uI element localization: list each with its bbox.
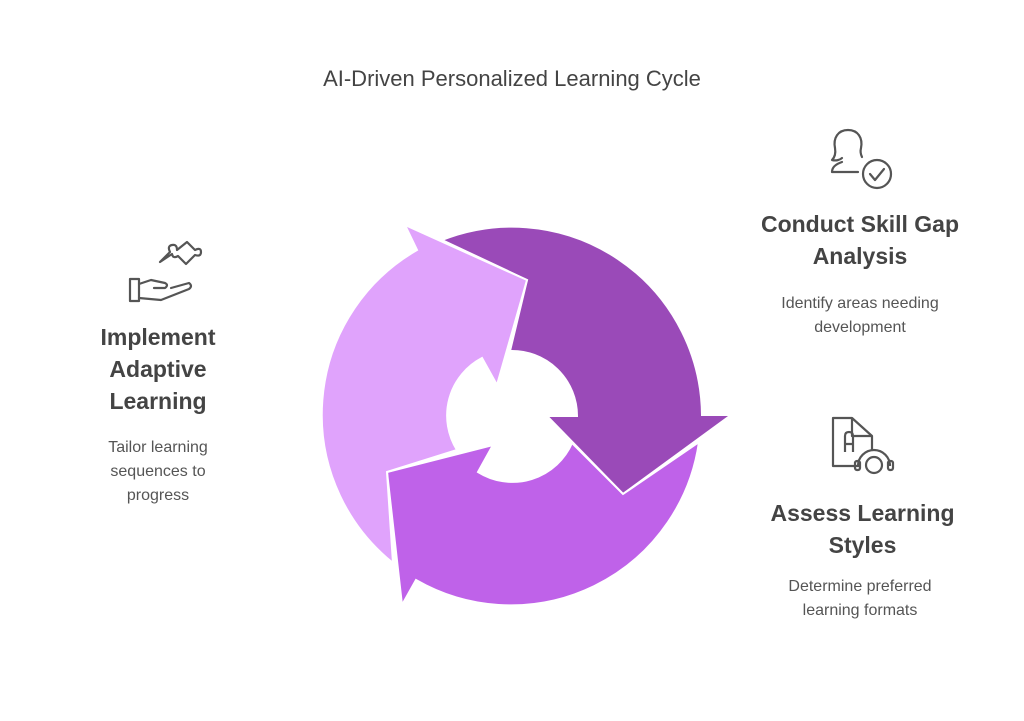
step-heading-learning-styles: Assess Learning Styles [770,500,955,558]
cycle-arrow-learning-styles [385,439,701,609]
step-heading-adaptive: Implement Adaptive Learning [100,324,216,414]
cycle-arrow-adaptive [320,222,529,566]
step-description-skill-gap: Identify areas needing development [781,295,939,336]
cycle-arrow-skill-gap [439,225,735,496]
step-description-adaptive: Tailor learning sequences to progress [108,439,208,504]
diagram-title: AI-Driven Personalized Learning Cycle [323,66,701,91]
step-description-learning-styles: Determine preferred learning formats [788,578,932,619]
user-check-icon [830,128,893,190]
document-headphones-icon [831,416,895,475]
step-heading-skill-gap: Conduct Skill Gap Analysis [760,211,960,269]
hand-puzzle-icon [128,240,203,303]
